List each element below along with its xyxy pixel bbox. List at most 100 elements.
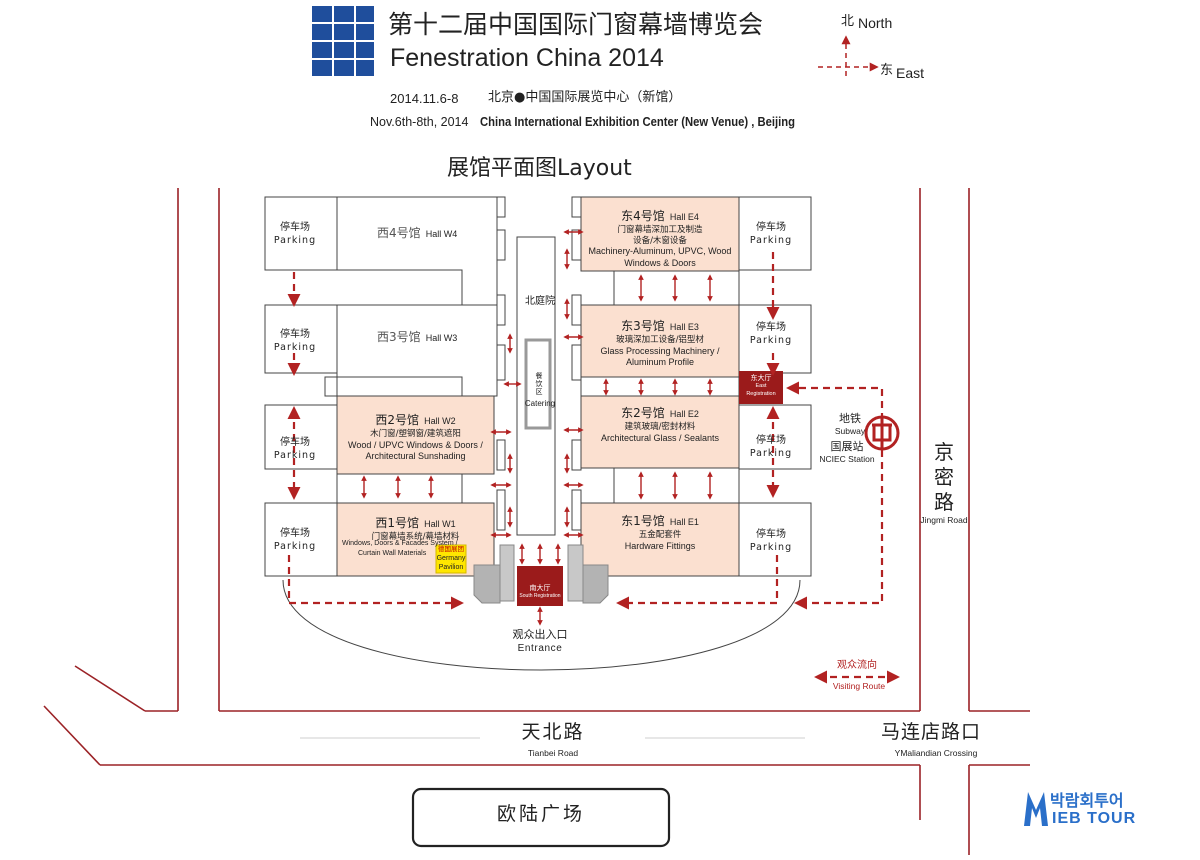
hall-e1-cn: 五金配套件 <box>638 530 682 540</box>
hall-e3[interactable]: 东3号馆 Hall E3 玻璃深加工设备/铝型材 Glass Processin… <box>581 315 739 368</box>
hall-w1[interactable]: 西1号馆 Hall W1 门窗幕墙系统/幕墙材料 <box>337 512 494 543</box>
hall-e3-cn: 玻璃深加工设备/铝型材 <box>616 335 704 345</box>
hall-e4-en: Machinery-Aluminum, UPVC, Wood <box>588 246 732 257</box>
layout-title: 展馆平面图Layout <box>447 156 632 181</box>
hall-w1-en2: Curtain Wall Materials <box>358 550 427 557</box>
hall-w3[interactable]: 西3号馆 Hall W3 <box>377 326 457 346</box>
hall-e2-code: Hall E2 <box>669 409 699 419</box>
east-reg-en: East <box>755 383 767 389</box>
germany-en: Germany <box>436 555 466 562</box>
roads <box>43 188 1030 855</box>
malian-crossing-cn: 马连店路口 <box>880 721 982 743</box>
fair-date-cn: 2014.11.6-8 <box>390 91 459 106</box>
hall-e3-en: Glass Processing Machinery / <box>600 345 720 356</box>
compass-north-en: North <box>858 15 893 31</box>
germany-cn: 德国展团 <box>438 545 464 553</box>
hall-w2-en2: Architectural Sunshading <box>365 450 466 461</box>
south-reg-cn: 南大厅 <box>529 584 551 592</box>
entrance-cn: 观众出入口 <box>512 628 568 641</box>
fair-date-en: Nov.6th-8th, 2014 <box>370 115 469 129</box>
germany-en2: Pavilion <box>438 564 464 571</box>
hall-e1-name: 东1号馆 <box>621 514 665 528</box>
fair-venue-en: China International Exhibition Center (N… <box>480 115 796 129</box>
subway-station-cn: 国展站 <box>830 440 864 453</box>
hall-w2-en: Wood / UPVC Windows & Doors / <box>348 439 483 450</box>
compass-east-en: East <box>896 65 925 81</box>
hall-e4-en2: Windows & Doors <box>624 257 696 268</box>
jingmi-road-en: Jingmi Road <box>920 515 968 525</box>
hall-e2-cn: 建筑玻璃/密封材料 <box>624 422 696 432</box>
subway-icon <box>864 415 900 451</box>
hall-w2[interactable]: 西2号馆 Hall W2 木门窗/塑钢窗/建筑遮阳 Wood / UPVC Wi… <box>337 409 494 462</box>
hall-w2-code: Hall W2 <box>424 416 456 426</box>
hall-w1-cn: 门窗幕墙系统/幕墙材料 <box>371 532 460 542</box>
entrance-en: Entrance <box>517 643 563 654</box>
ieb-tour-logo <box>1024 792 1048 826</box>
hall-e2-name: 东2号馆 <box>621 406 665 420</box>
brand-korean: 박람회투어 <box>1050 791 1124 810</box>
compass-east-cn: 东 <box>880 63 894 78</box>
brand-en: IEB TOUR <box>1052 810 1137 827</box>
hall-e4-cn2: 设备/木窗设备 <box>633 235 687 246</box>
hall-e4-code: Hall E4 <box>669 212 699 222</box>
hall-e2[interactable]: 东2号馆 Hall E2 建筑玻璃/密封材料 Architectural Gla… <box>581 402 739 444</box>
hall-e4[interactable]: 东4号馆 Hall E4 门窗幕墙深加工及制造 设备/木窗设备 Machiner… <box>581 205 739 269</box>
hall-w4[interactable]: 西4号馆 Hall W4 <box>377 222 457 242</box>
plaza-box <box>411 787 671 848</box>
tianbei-road-cn: 天北路 <box>521 721 585 743</box>
hall-w1-code: Hall W1 <box>424 519 456 529</box>
hall-w3-name: 西3号馆 <box>377 330 421 344</box>
tianbei-road-en: Tianbei Road <box>527 748 579 758</box>
hall-w2-name: 西2号馆 <box>375 413 420 427</box>
subway-cn: 地铁 <box>839 412 861 425</box>
hall-w3-code: Hall W3 <box>425 333 458 343</box>
east-reg-en2: Registration <box>746 391 776 397</box>
fair-logo <box>312 6 374 76</box>
hall-e3-code: Hall E3 <box>669 322 699 332</box>
east-registration <box>739 371 783 404</box>
subway-station-en: NCIEC Station <box>819 454 875 464</box>
hall-w4-code: Hall W4 <box>425 229 458 239</box>
catering-area <box>524 338 552 430</box>
south-reg-en: South Registration <box>519 593 561 599</box>
entrance-plaza <box>282 579 801 671</box>
hall-w2-cn: 木门窗/塑钢窗/建筑遮阳 <box>370 429 461 439</box>
east-reg-cn: 东大厅 <box>750 374 772 382</box>
catering-cn: 餐饮区 <box>535 372 543 397</box>
jingmi-road-cn: 京密路 <box>934 440 954 514</box>
subway-en: Subway <box>834 426 866 436</box>
hall-e4-cn: 门窗幕墙深加工及制造 <box>617 225 703 235</box>
hall-w1-en: Windows, Doors & Facades System / <box>342 540 458 547</box>
fair-venue-cn: 北京●中国国际展览中心（新馆） <box>488 90 682 105</box>
compass-north-cn: 北 <box>841 14 855 29</box>
hall-e1[interactable]: 东1号馆 Hall E1 五金配套件 Hardware Fittings <box>581 510 739 552</box>
compass-icon <box>818 35 879 76</box>
fair-title-cn: 第十二届中国国际门窗幕墙博览会 <box>388 10 764 39</box>
germany-pavilion <box>435 544 467 574</box>
hall-e1-code: Hall E1 <box>669 517 699 527</box>
hall-w1-name: 西1号馆 <box>375 516 420 530</box>
hall-e4-name: 东4号馆 <box>621 209 665 223</box>
legend-cn: 观众流向 <box>837 660 877 671</box>
legend-en: Visiting Route <box>832 681 886 691</box>
malian-crossing-en: YMaliandian Crossing <box>894 748 978 758</box>
plaza-label: 欧陆广场 <box>496 803 586 825</box>
fair-title-en: Fenestration China 2014 <box>390 44 664 72</box>
catering-en: Catering <box>524 399 556 408</box>
hall-e1-en: Hardware Fittings <box>624 540 696 551</box>
hall-e2-en: Architectural Glass / Sealants <box>600 432 720 443</box>
south-hall-block <box>473 544 609 606</box>
north-courtyard: 北庭院 <box>525 296 555 307</box>
hall-e3-name: 东3号馆 <box>621 319 665 333</box>
hall-w4-name: 西4号馆 <box>377 226 421 240</box>
hall-e3-en2: Aluminum Profile <box>625 356 695 367</box>
